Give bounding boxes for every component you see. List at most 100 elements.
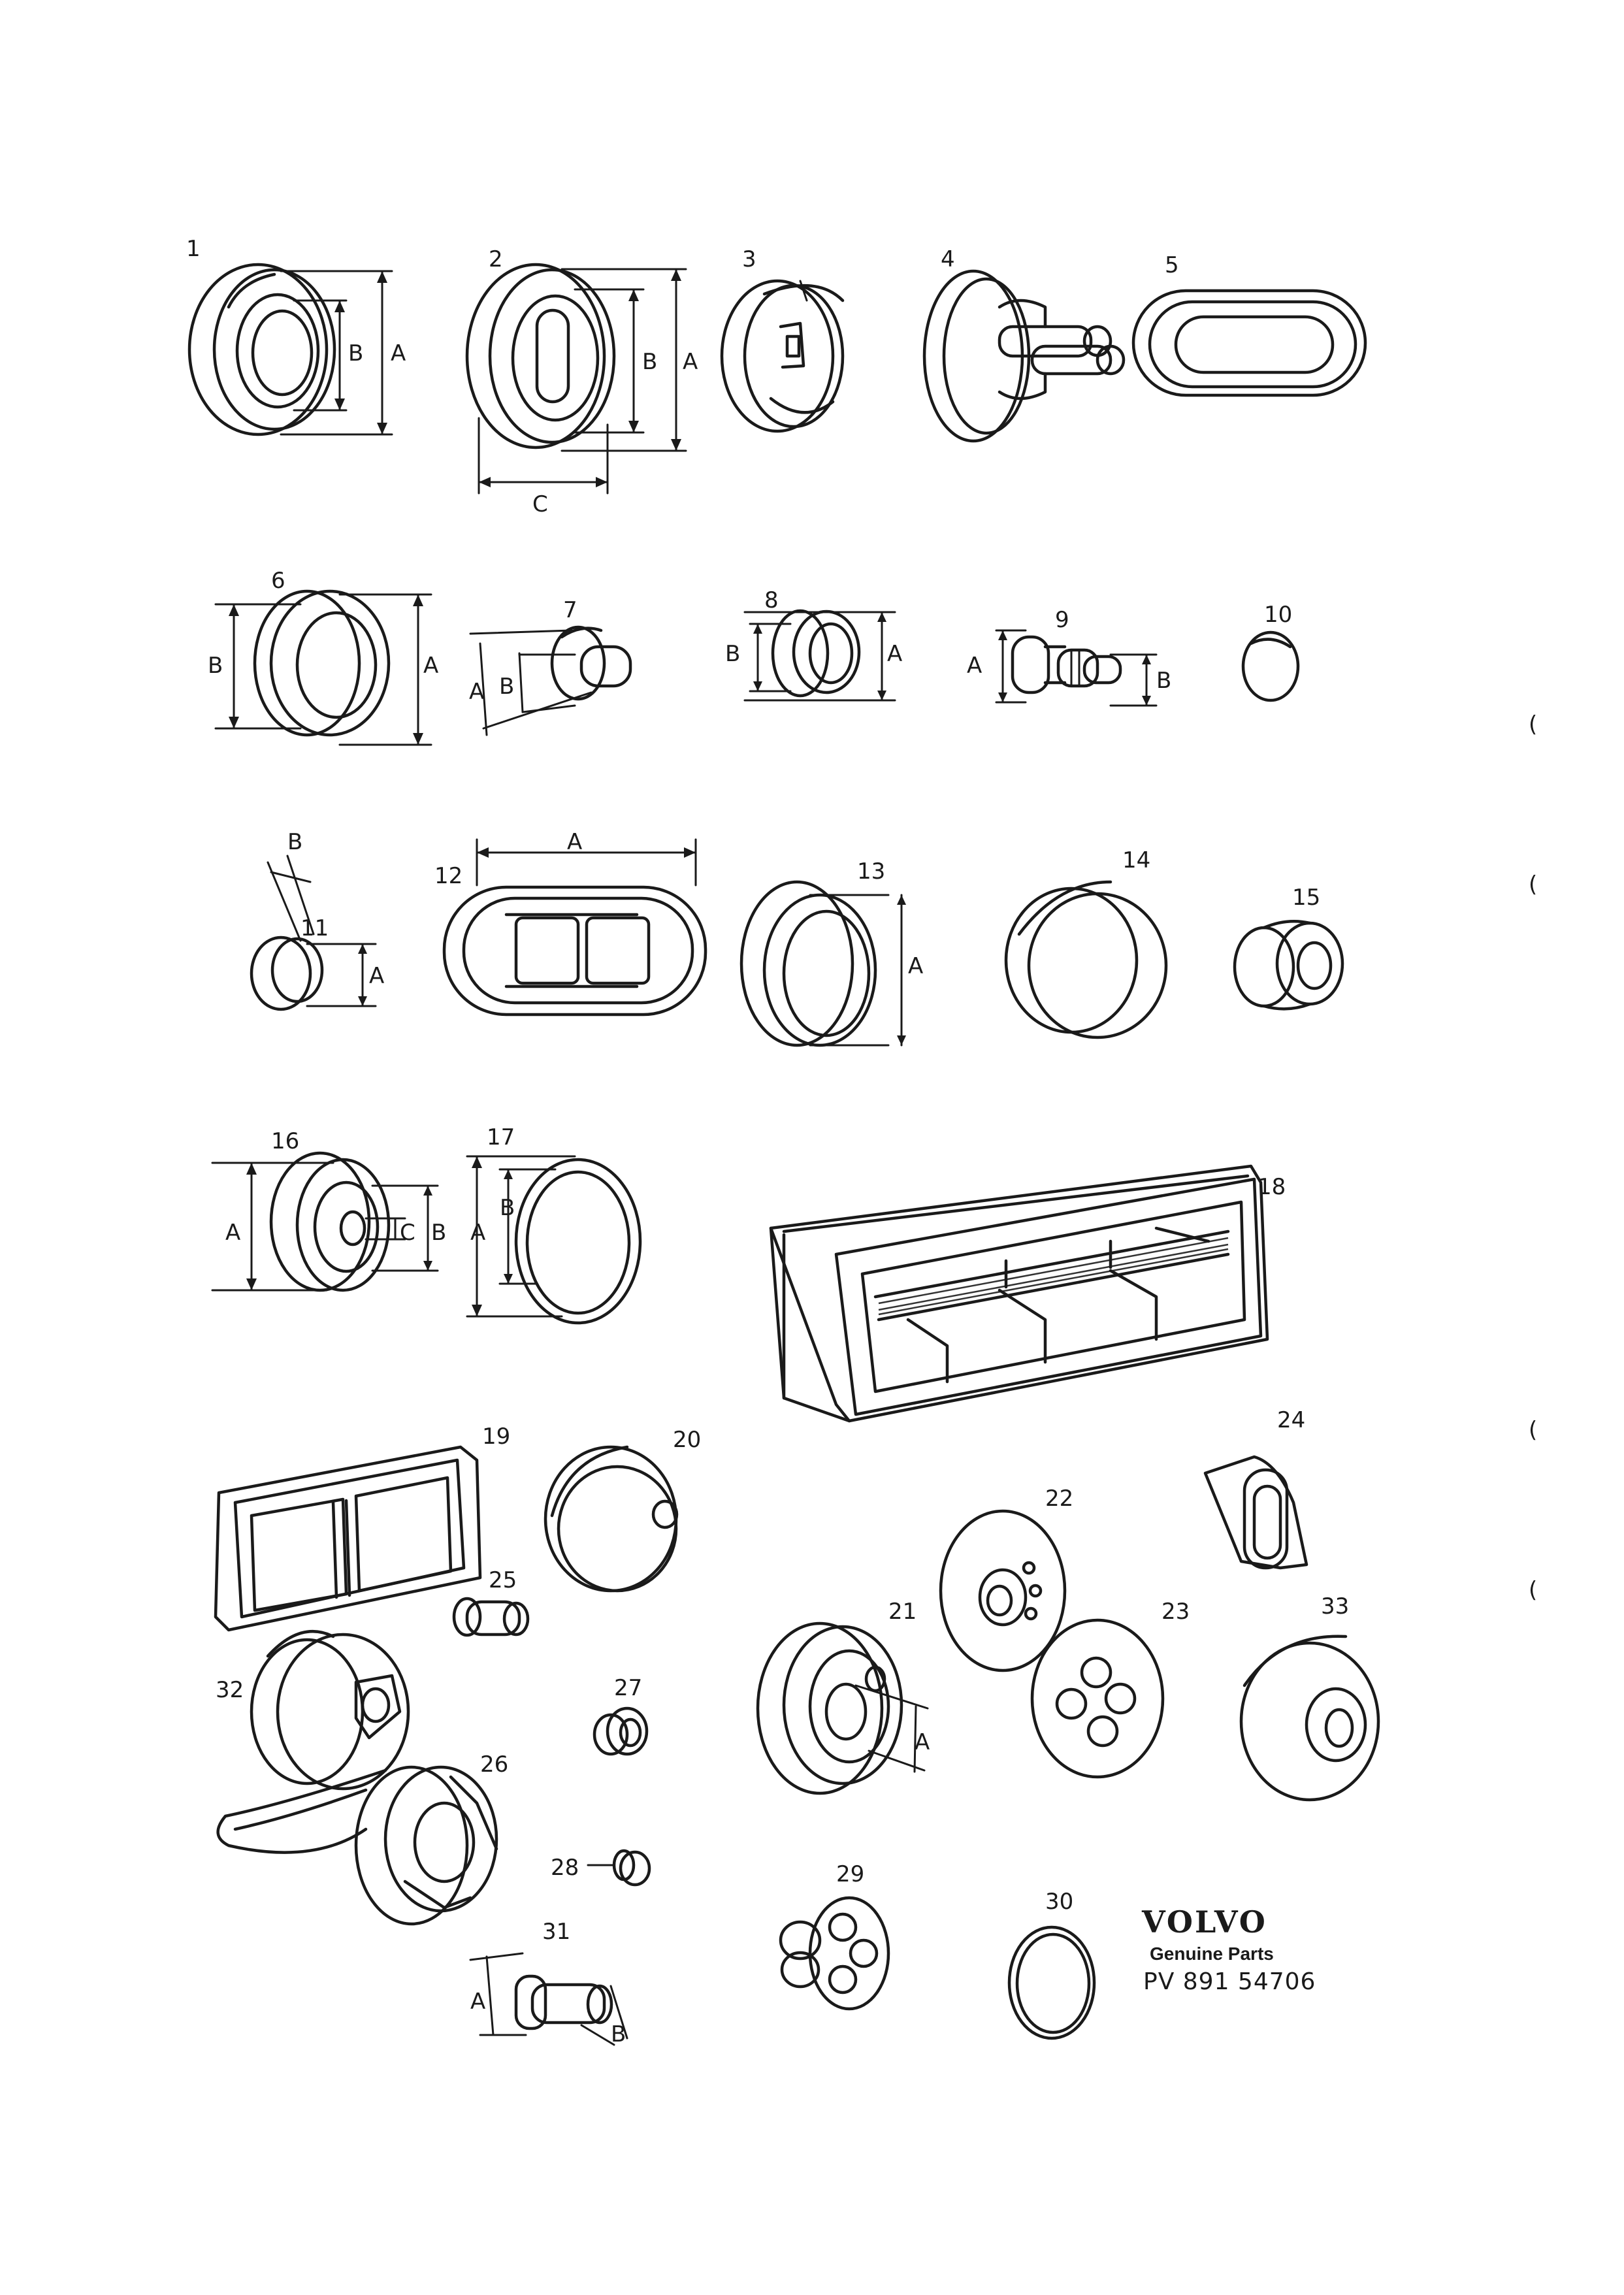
dim-label-A: A bbox=[683, 349, 698, 375]
part-label-3: 3 bbox=[742, 246, 756, 272]
dim-label-C: C bbox=[532, 491, 548, 517]
part-7-plug bbox=[469, 625, 632, 736]
dim-label-A: A bbox=[967, 653, 982, 679]
part-number: PV 891 54706 bbox=[1143, 1968, 1316, 1995]
dim-label-A: A bbox=[887, 641, 902, 667]
part-label-11: 11 bbox=[300, 915, 329, 941]
part-label-14: 14 bbox=[1122, 847, 1150, 873]
dim-label-B: B bbox=[431, 1220, 446, 1246]
part-3-grommet bbox=[720, 279, 845, 433]
part-label-9: 9 bbox=[1055, 607, 1069, 633]
dim-label-B: B bbox=[1156, 668, 1171, 694]
dim-label-A: A bbox=[470, 1220, 485, 1246]
part-label-33: 33 bbox=[1321, 1593, 1349, 1620]
part-15-grommet bbox=[1233, 919, 1344, 1011]
part-label-32: 32 bbox=[216, 1677, 244, 1703]
part-label-23: 23 bbox=[1161, 1599, 1190, 1625]
part-label-4: 4 bbox=[941, 246, 955, 272]
dim-label-A: A bbox=[391, 340, 406, 366]
part-label-5: 5 bbox=[1165, 252, 1179, 278]
part-label-21: 21 bbox=[888, 1599, 917, 1625]
part-label-15: 15 bbox=[1292, 885, 1320, 911]
dim-label-A: A bbox=[915, 1729, 930, 1755]
dim-label-A: A bbox=[567, 829, 582, 855]
dim-label-A: A bbox=[369, 963, 384, 989]
part-29-multi-plug bbox=[779, 1896, 890, 2011]
part-label-29: 29 bbox=[836, 1861, 864, 1887]
part-label-7: 7 bbox=[563, 597, 577, 623]
part-28-plug bbox=[587, 1849, 651, 1887]
margin-mark: ( bbox=[1529, 1417, 1537, 1443]
part-4-grommet bbox=[922, 269, 1126, 443]
dim-label-A: A bbox=[470, 1989, 485, 2015]
part-11-grommet bbox=[250, 855, 377, 1011]
part-label-19: 19 bbox=[482, 1424, 510, 1450]
dim-label-A: A bbox=[908, 953, 923, 979]
part-23-disc bbox=[1030, 1618, 1165, 1779]
dim-label-B: B bbox=[611, 2021, 626, 2047]
part-26-grommet-with-strap bbox=[216, 1765, 498, 1926]
dim-label-C: C bbox=[400, 1220, 415, 1246]
dim-label-B: B bbox=[642, 349, 657, 375]
part-8-grommet bbox=[743, 609, 896, 702]
part-21-grommet bbox=[756, 1621, 929, 1795]
part-6-grommet bbox=[214, 589, 432, 746]
volvo-logo: VOLVO bbox=[1141, 1904, 1267, 1940]
dim-label-B: B bbox=[725, 641, 740, 667]
dim-label-B: B bbox=[287, 829, 302, 855]
part-1-grommet bbox=[187, 263, 393, 436]
part-label-6: 6 bbox=[271, 568, 285, 594]
part-12-double-grommet bbox=[442, 838, 707, 1017]
margin-mark: ( bbox=[1529, 711, 1537, 738]
part-30-ring bbox=[1007, 1925, 1096, 2040]
margin-mark: ( bbox=[1529, 1577, 1537, 1603]
part-13-grommet bbox=[739, 880, 906, 1047]
part-label-31: 31 bbox=[542, 1919, 570, 1945]
dim-label-B: B bbox=[499, 674, 514, 700]
part-16-grommet bbox=[211, 1151, 439, 1292]
brand-block: VOLVO Genuine Parts PV 891 54706 bbox=[1141, 1904, 1316, 1995]
part-19-frame bbox=[214, 1445, 482, 1632]
part-14-grommet bbox=[1004, 880, 1168, 1039]
part-label-27: 27 bbox=[614, 1675, 642, 1701]
brand-tagline: Genuine Parts bbox=[1150, 1944, 1274, 1964]
part-2-grommet bbox=[465, 263, 687, 495]
part-27-grommet bbox=[593, 1706, 649, 1756]
margin-mark: ( bbox=[1529, 871, 1537, 898]
part-label-17: 17 bbox=[487, 1124, 515, 1150]
part-label-22: 22 bbox=[1045, 1486, 1073, 1512]
part-9-plug bbox=[995, 629, 1158, 707]
dim-label-B: B bbox=[500, 1195, 515, 1221]
part-24-grommet bbox=[1203, 1455, 1308, 1570]
part-25-plug bbox=[452, 1597, 530, 1637]
dim-label-A: A bbox=[225, 1220, 240, 1246]
part-label-24: 24 bbox=[1277, 1407, 1305, 1433]
part-22-disc bbox=[939, 1509, 1067, 1672]
dim-label-A: A bbox=[423, 653, 438, 679]
part-20-cap bbox=[544, 1445, 679, 1593]
part-10-plug bbox=[1241, 630, 1300, 702]
part-17-ring bbox=[466, 1155, 642, 1325]
part-label-12: 12 bbox=[434, 863, 463, 889]
part-label-20: 20 bbox=[673, 1427, 701, 1453]
part-label-1: 1 bbox=[186, 236, 201, 262]
part-label-25: 25 bbox=[489, 1567, 517, 1593]
part-label-26: 26 bbox=[480, 1751, 508, 1778]
part-label-2: 2 bbox=[489, 246, 503, 272]
part-5-grommet bbox=[1131, 289, 1367, 397]
part-label-18: 18 bbox=[1258, 1174, 1286, 1200]
part-18-duct bbox=[769, 1164, 1269, 1423]
part-label-30: 30 bbox=[1045, 1889, 1073, 1915]
dim-label-A: A bbox=[469, 679, 484, 705]
part-31-plug bbox=[469, 1952, 628, 2046]
part-label-13: 13 bbox=[857, 858, 885, 885]
dim-label-B: B bbox=[348, 340, 363, 366]
part-label-16: 16 bbox=[271, 1128, 299, 1154]
part-label-28: 28 bbox=[551, 1855, 579, 1881]
part-label-10: 10 bbox=[1264, 602, 1292, 628]
part-32-cap bbox=[250, 1629, 410, 1791]
part-label-8: 8 bbox=[764, 587, 779, 613]
dim-label-B: B bbox=[208, 653, 223, 679]
part-33-cap bbox=[1239, 1635, 1380, 1802]
